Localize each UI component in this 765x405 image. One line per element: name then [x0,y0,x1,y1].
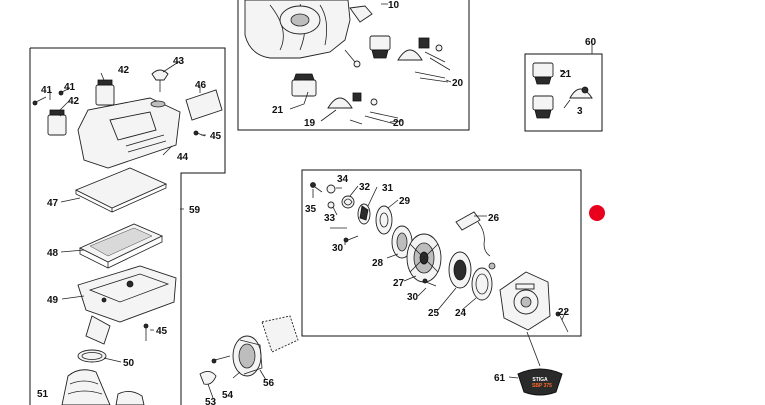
model-badge: STIGA SBP 375 [517,368,563,396]
callout-33: 33 [324,213,336,224]
housing-group-frame [237,0,470,131]
callout-26: 26 [488,213,500,224]
callout-20: 20 [393,118,405,129]
spare-parts-frame [524,53,603,132]
model-badge-shape [517,368,563,396]
callout-59: 59 [189,205,201,216]
badge-brand-text: STIGA [532,377,548,383]
housing-group [237,0,470,131]
callout-54: 54 [222,390,234,401]
callout-56: 56 [263,378,275,389]
callout-20: 20 [452,78,464,89]
callout-35: 35 [305,204,317,215]
callout-29: 29 [399,196,411,207]
callout-43: 43 [173,56,185,67]
callout-32: 32 [359,182,371,193]
callout-61: 61 [494,373,506,384]
callout-31: 31 [382,183,394,194]
callout-22: 22 [558,307,570,318]
callout-49: 49 [47,295,59,306]
air-filter-group-frame [29,47,226,405]
callout-34: 34 [337,174,349,185]
starter-group [301,169,582,367]
callout-3: 3 [577,106,583,117]
filter-housing-base [77,265,177,323]
callout-leaders [49,3,593,399]
badge-model-text: SBP 375 [532,383,552,389]
callout-47: 47 [47,198,59,209]
callout-42: 42 [68,96,80,107]
callout-45: 45 [210,131,222,142]
callout-24: 24 [455,308,467,319]
callout-41: 41 [64,82,76,93]
callout-19: 19 [304,118,316,129]
starter-group-frame [301,169,582,337]
callout-10: 10 [388,0,400,11]
air-filter-group [29,47,226,405]
callout-45: 45 [156,326,168,337]
callout-53: 53 [205,397,217,405]
callout-46: 46 [195,80,207,91]
callout-42: 42 [118,65,130,76]
callout-21: 21 [272,105,284,116]
callout-28: 28 [372,258,384,269]
position-marker-dot [589,205,605,221]
callout-51: 51 [37,389,49,400]
callout-41: 41 [41,85,53,96]
callout-30: 30 [407,292,419,303]
callout-27: 27 [393,278,405,289]
callout-48: 48 [47,248,59,259]
callout-numbers: 10 21 19 20 20 60 21 3 41 41 42 42 43 46… [37,0,597,405]
callout-21: 21 [560,69,572,80]
callout-25: 25 [428,308,440,319]
callout-30: 30 [332,243,344,254]
bottom-parts [199,315,299,385]
mount-bracket [397,49,423,61]
callout-44: 44 [177,152,189,163]
callout-60: 60 [585,37,597,48]
spare-parts-group [524,53,603,132]
callout-50: 50 [123,358,135,369]
